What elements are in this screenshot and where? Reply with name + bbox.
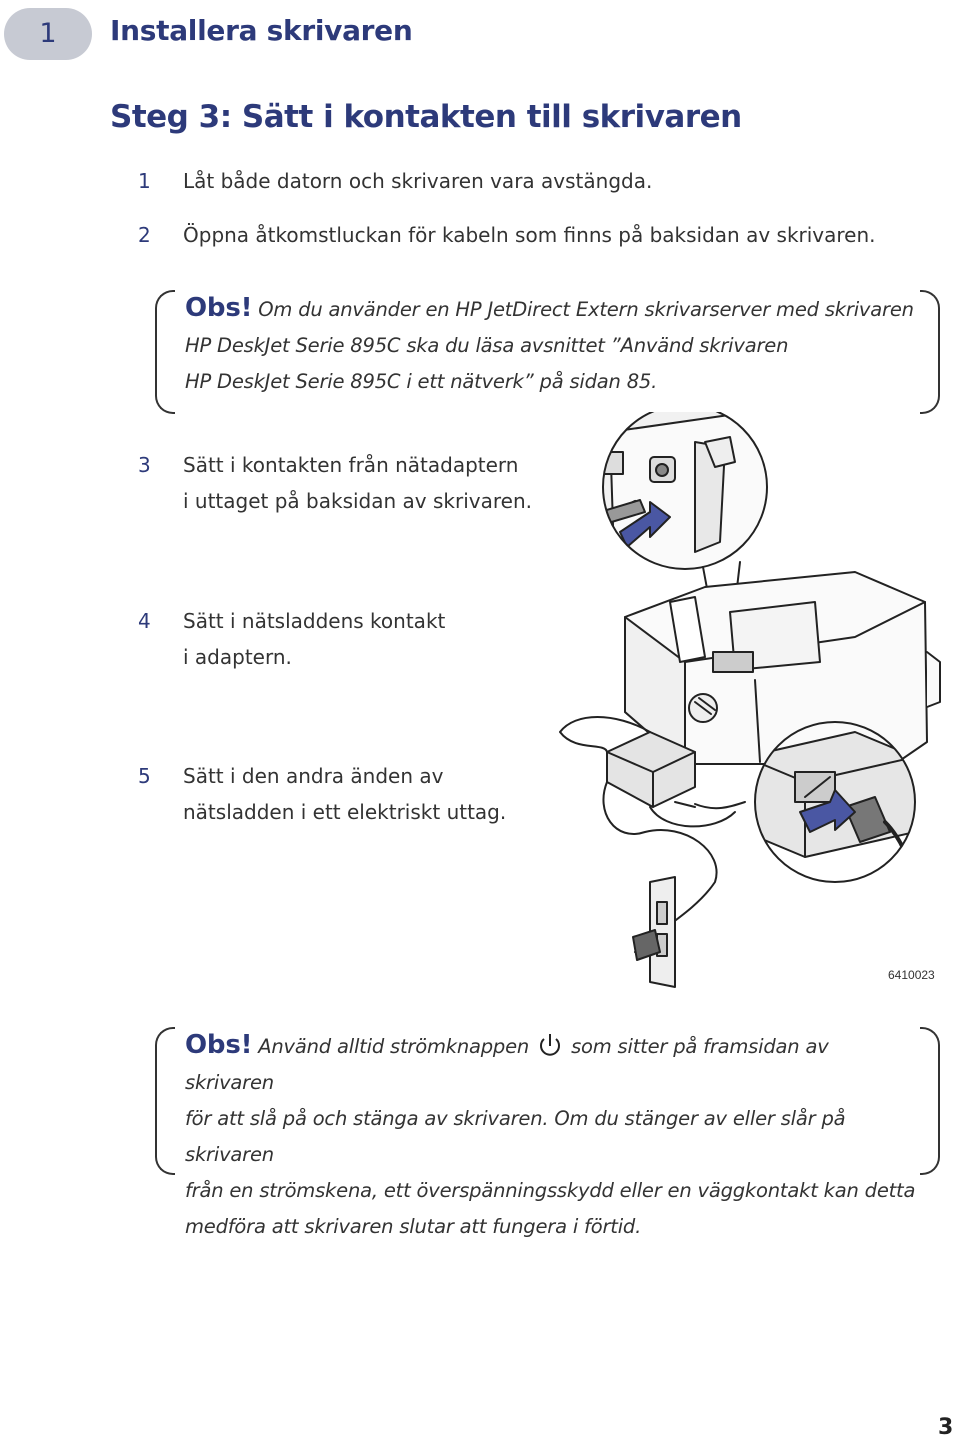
note-jetdirect: Obs!Om du använder en HP JetDirect Exter…	[155, 290, 940, 414]
figure-id: 6410023	[888, 968, 935, 982]
note-line: för att slå på och stänga av skrivaren. …	[185, 1107, 846, 1166]
note-line: HP DeskJet Serie 895C i ett nätverk” på …	[185, 370, 658, 393]
step-text: nätsladden i ett elektriskt uttag.	[183, 800, 507, 824]
note-bracket-right	[920, 1027, 940, 1175]
note-label: Obs!	[185, 293, 253, 323]
step-number: 2	[138, 223, 151, 247]
note-line: från en strömskena, ett överspänningssky…	[185, 1179, 916, 1202]
zoom-circle-socket	[602, 412, 768, 570]
step-number: 5	[138, 764, 151, 788]
step-text: Sätt i kontakten från nätadaptern	[183, 453, 519, 477]
page-number: 3	[938, 1415, 954, 1440]
note-line: som sitter på framsidan av skrivaren	[185, 1035, 829, 1094]
printer-power-illustration	[559, 412, 941, 988]
printer-body	[624, 571, 941, 765]
chapter-number: 1	[39, 18, 57, 49]
note-line: medföra att skrivaren slutar att fungera…	[185, 1215, 642, 1238]
note-line: Om du använder en HP JetDirect Extern sk…	[258, 298, 914, 321]
chapter-badge: 1	[4, 8, 92, 60]
step-heading: Steg 3: Sätt i kontakten till skrivaren	[110, 99, 742, 135]
note-label: Obs!	[185, 1030, 253, 1060]
wall-outlet	[632, 876, 676, 988]
note-line: HP DeskJet Serie 895C ska du läsa avsnit…	[185, 334, 789, 357]
step-text: Sätt i den andra änden av	[183, 764, 444, 788]
step-text: i adaptern.	[183, 645, 292, 669]
note-line: Använd alltid strömknappen	[258, 1035, 530, 1058]
note-bracket-right	[920, 290, 940, 414]
step-number: 3	[138, 453, 151, 477]
step-text: i uttaget på baksidan av skrivaren.	[183, 489, 532, 513]
note-bracket-left	[155, 290, 175, 414]
chapter-title: Installera skrivaren	[110, 14, 413, 47]
step-text: Öppna åtkomstluckan för kabeln som finns…	[183, 223, 876, 247]
step-number: 4	[138, 609, 151, 633]
zoom-circle-adapter	[754, 721, 916, 883]
step-number: 1	[138, 169, 151, 193]
note-body: Obs!Om du använder en HP JetDirect Exter…	[185, 290, 916, 400]
power-icon	[540, 1034, 561, 1056]
step-text: Sätt i nätsladdens kontakt	[183, 609, 446, 633]
step-text: Låt både datorn och skrivaren vara avstä…	[183, 169, 653, 193]
note-bracket-left	[155, 1027, 175, 1175]
